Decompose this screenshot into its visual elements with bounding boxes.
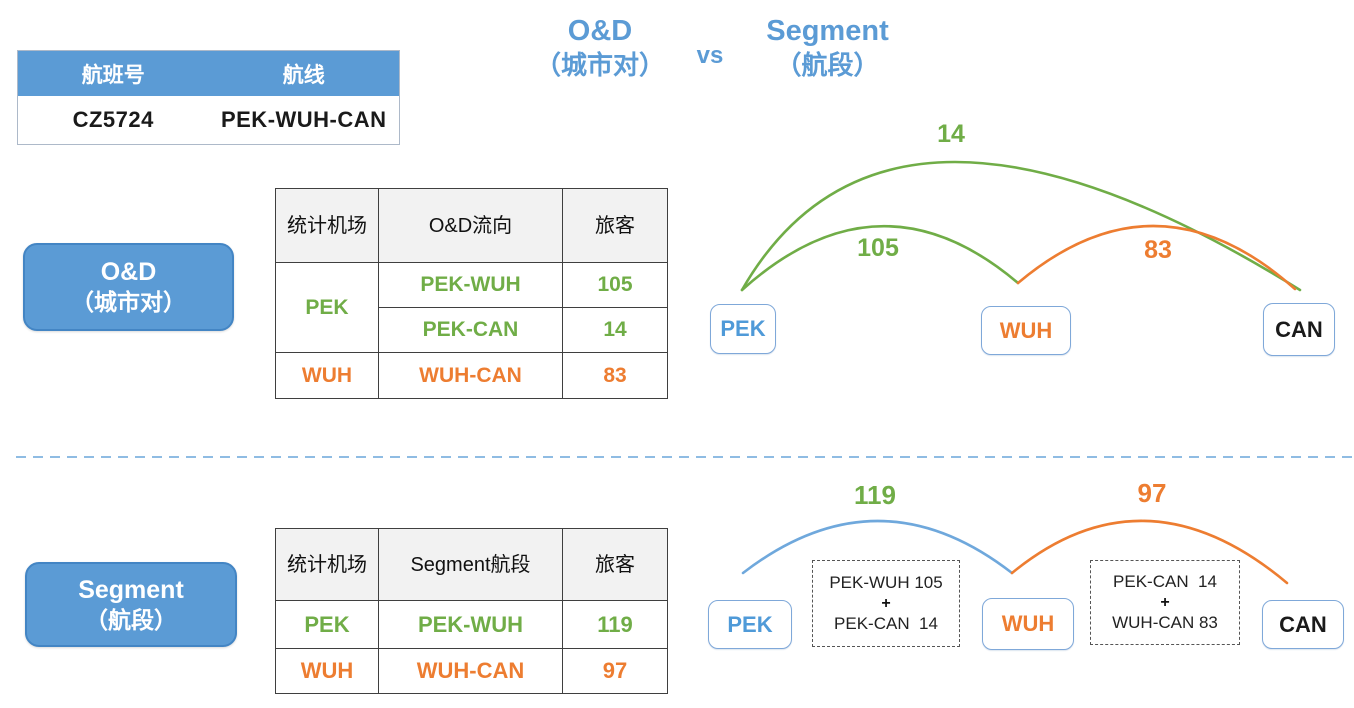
od-arc-label-pek-can: 14 — [937, 120, 965, 148]
segment-table-header-row: 统计机场 Segment航段 旅客 — [275, 528, 668, 601]
segment-cell-airport-pek: PEK — [275, 600, 379, 649]
od-arc-diagram — [740, 160, 1302, 292]
segment-cell-leg-pek-wuh: PEK-WUH — [378, 600, 563, 649]
sum-line-1: PEK-CAN 14 — [1113, 572, 1217, 591]
title-segment-label: Segment — [766, 15, 889, 47]
segment-header-pax: 旅客 — [562, 528, 668, 601]
od-cell-pax-14: 14 — [562, 307, 668, 353]
title-vs-label: vs — [696, 42, 724, 69]
od-cell-flow-pek-wuh: PEK-WUH — [378, 262, 563, 308]
segment-node-pek: PEK — [708, 600, 792, 649]
arc-pek-can — [740, 160, 1302, 292]
segment-header-airport: 统计机场 — [275, 528, 379, 601]
od-cell-flow-wuh-can: WUH-CAN — [378, 352, 563, 399]
arc-wuh-can-segment — [1010, 519, 1289, 585]
title-od-sub-label: （城市对） — [534, 50, 665, 80]
od-cell-pax-83: 83 — [562, 352, 668, 399]
title-od-label: O&D — [567, 15, 633, 47]
flight-info-table: 航班号 航线 CZ5724 PEK-WUH-CAN — [17, 50, 400, 145]
section-divider — [16, 456, 1352, 458]
od-data-table: 统计机场 O&D流向 旅客 PEK PEK-WUH 105 PEK-CAN 14… — [275, 188, 668, 399]
table-row: WUH WUH-CAN 83 — [275, 352, 668, 399]
od-header-airport: 统计机场 — [275, 188, 379, 263]
od-header-flow: O&D流向 — [378, 188, 563, 263]
plus-sign: + — [1160, 594, 1170, 611]
od-cell-pax-105: 105 — [562, 262, 668, 308]
plus-sign: + — [881, 595, 891, 612]
sum-line-2: WUH-CAN 83 — [1112, 613, 1218, 632]
route-header: 航线 — [282, 63, 325, 87]
segment-sum-box-wuh-can: PEK-CAN 14 + WUH-CAN 83 — [1090, 560, 1240, 645]
od-node-pek: PEK — [710, 304, 776, 354]
od-cell-airport-pek: PEK — [275, 262, 379, 353]
arc-pek-wuh — [740, 224, 1020, 292]
segment-header-leg: Segment航段 — [378, 528, 563, 601]
segment-badge-line1: Segment — [78, 575, 184, 604]
segment-node-can: CAN — [1262, 600, 1344, 649]
flight-info-header-row: 航班号 航线 — [18, 51, 399, 96]
segment-data-table: 统计机场 Segment航段 旅客 PEK PEK-WUH 119 WUH WU… — [275, 528, 668, 694]
od-table-header-row: 统计机场 O&D流向 旅客 — [275, 188, 668, 263]
od-node-can: CAN — [1263, 303, 1335, 356]
od-badge-line2: （城市对） — [71, 289, 186, 315]
page-title: O&D （城市对） vs Segment （航段） — [520, 14, 915, 81]
title-segment-sub-label: （航段） — [775, 50, 880, 80]
title-segment-block: Segment （航段） — [740, 14, 915, 81]
route-value: PEK-WUH-CAN — [220, 107, 387, 132]
segment-sum-box-pek-wuh: PEK-WUH 105 + PEK-CAN 14 — [812, 560, 960, 647]
od-arc-label-pek-wuh: 105 — [857, 234, 899, 262]
flight-info-body-row: CZ5724 PEK-WUH-CAN — [18, 96, 399, 144]
table-row: PEK PEK-WUH 105 — [275, 262, 668, 353]
segment-section-badge: Segment （航段） — [25, 562, 237, 647]
od-node-wuh: WUH — [981, 306, 1071, 355]
arc-pek-wuh-segment — [741, 519, 1014, 575]
od-badge-line1: O&D — [100, 258, 157, 286]
sum-line-2: PEK-CAN 14 — [834, 614, 938, 633]
segment-arc-label-pek-wuh: 119 — [854, 480, 896, 510]
segment-badge-line2: （航段） — [85, 606, 177, 633]
segment-cell-airport-wuh: WUH — [275, 648, 379, 694]
od-header-pax: 旅客 — [562, 188, 668, 263]
od-cell-flow-pek-can: PEK-CAN — [378, 307, 563, 353]
flight-number-value: CZ5724 — [72, 107, 154, 132]
segment-cell-pax-97: 97 — [562, 648, 668, 694]
table-row: WUH WUH-CAN 97 — [275, 648, 668, 694]
od-arc-label-wuh-can: 83 — [1144, 236, 1172, 264]
table-row: PEK PEK-WUH 119 — [275, 600, 668, 649]
title-od-block: O&D （城市对） — [520, 14, 680, 81]
table-row: PEK-CAN 14 — [276, 307, 668, 353]
arc-wuh-can — [1016, 224, 1297, 291]
segment-arc-label-wuh-can: 97 — [1137, 478, 1167, 508]
segment-arc-diagram — [741, 519, 1289, 585]
segment-node-wuh: WUH — [982, 598, 1074, 650]
flight-number-header: 航班号 — [81, 63, 145, 87]
od-section-badge: O&D （城市对） — [23, 243, 234, 331]
od-cell-airport-wuh: WUH — [275, 352, 379, 399]
sum-line-1: PEK-WUH 105 — [829, 573, 943, 592]
segment-cell-pax-119: 119 — [562, 600, 668, 649]
segment-cell-leg-wuh-can: WUH-CAN — [378, 648, 563, 694]
